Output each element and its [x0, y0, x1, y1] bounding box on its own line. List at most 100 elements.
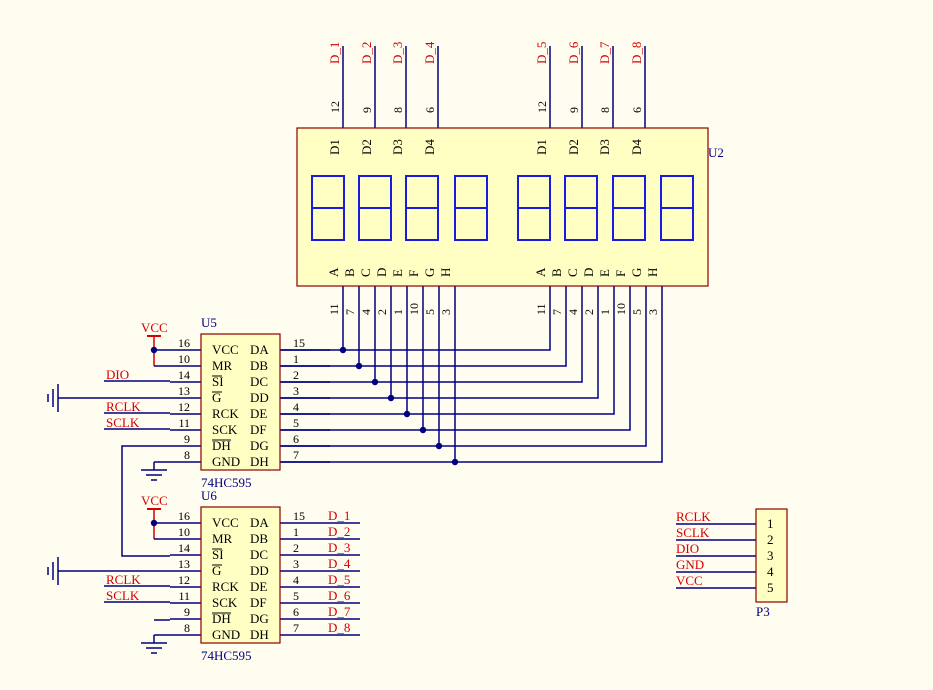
pin-number: 15: [293, 336, 305, 350]
junction-dot: [339, 346, 347, 354]
pin-name-rck: RCK: [212, 406, 239, 421]
pin-number: 6: [423, 107, 437, 113]
bus-wire-right: [330, 286, 647, 447]
pin-number: 10: [407, 303, 421, 315]
pin-number: 12: [535, 101, 549, 113]
segment-label-a: A: [326, 267, 341, 277]
pin-name-gnd: GND: [212, 454, 240, 469]
pin-number: 14: [178, 541, 190, 555]
bus-wire-right: [330, 286, 551, 351]
net-label-dio: DIO: [676, 541, 699, 556]
pin-number: 7: [293, 621, 299, 635]
seven-segment-digit: [405, 175, 439, 241]
pin-name-g: G: [212, 390, 221, 405]
pin-number: 3: [439, 309, 453, 315]
net-label-d_7: D_7: [597, 41, 612, 64]
digit-label-d1: D1: [327, 139, 342, 155]
pin-number: 2: [582, 309, 596, 315]
pin-number: 8: [184, 448, 190, 462]
pin-number: 1: [598, 309, 612, 315]
digit-label-d3: D3: [597, 139, 612, 155]
net-label-d_7: D_7: [328, 604, 351, 619]
net-label-vcc: VCC: [141, 320, 168, 335]
pin-number: 1: [293, 352, 299, 366]
bus-wire-right: [330, 286, 567, 367]
net-label-rclk: RCLK: [106, 399, 141, 414]
pin-number: 16: [178, 509, 190, 523]
net-label-d_5: D_5: [534, 42, 549, 64]
pin-number: 14: [178, 368, 190, 382]
pin-number: 1: [391, 309, 405, 315]
pin-name-mr: MR: [212, 531, 233, 546]
segment-label-f: F: [406, 270, 421, 277]
pin-number: 5: [293, 589, 299, 603]
pin-name-dg: DG: [250, 611, 269, 626]
seven-segment-digit: [454, 175, 488, 241]
bus-wire-right: [330, 286, 583, 383]
pin-name-da: DA: [250, 342, 269, 357]
pin-number: 6: [293, 605, 299, 619]
pin-name-dh: DH: [250, 454, 269, 469]
segment-label-f: F: [613, 270, 628, 277]
digit-label-d2: D2: [359, 139, 374, 155]
net-label-d_3: D_3: [328, 540, 350, 555]
pin-number: 2: [375, 309, 389, 315]
connector-pin-number: 4: [767, 564, 774, 579]
digit-label-d2: D2: [566, 139, 581, 155]
pin-name-db: DB: [250, 531, 268, 546]
designator-u2: U2: [708, 145, 724, 160]
pin-number: 12: [328, 101, 342, 113]
pin-number: 11: [534, 303, 548, 315]
pin-name-g: G: [212, 563, 221, 578]
pin-number: 2: [293, 541, 299, 555]
labels: U2D_112D1D_29D2D_38D3D_46D4D_512D1D_69D2…: [106, 41, 774, 663]
pin-number: 8: [184, 621, 190, 635]
net-label-sclk: SCLK: [106, 588, 140, 603]
pin-number: 9: [360, 107, 374, 113]
pin-number: 8: [598, 107, 612, 113]
junction-dot: [419, 426, 427, 434]
pin-number: 4: [359, 309, 373, 315]
seven-segment-digit: [564, 175, 598, 241]
components: [200, 127, 788, 644]
segment-label-g: G: [422, 268, 437, 277]
pin-number: 4: [293, 400, 299, 414]
pin-number: 9: [567, 107, 581, 113]
connector-pin-number: 2: [767, 532, 774, 547]
net-label-dio: DIO: [106, 367, 129, 382]
segment-label-d: D: [581, 268, 596, 277]
pin-name-de: DE: [250, 406, 267, 421]
pin-number: 4: [293, 573, 299, 587]
pin-number: 10: [614, 303, 628, 315]
net-label-d_8: D_8: [629, 42, 644, 64]
pin-name-dh: DH: [212, 438, 231, 453]
pin-number: 5: [293, 416, 299, 430]
pin-name-dg: DG: [250, 438, 269, 453]
net-label-rclk: RCLK: [106, 572, 141, 587]
junction-dot: [403, 410, 411, 418]
segment-label-c: C: [358, 268, 373, 277]
net-label-vcc: VCC: [676, 573, 703, 588]
pin-number: 16: [178, 336, 190, 350]
pin-name-dc: DC: [250, 547, 268, 562]
net-label-vcc: VCC: [141, 493, 168, 508]
pin-name-sck: SCK: [212, 422, 238, 437]
segment-label-d: D: [374, 268, 389, 277]
segment-label-c: C: [565, 268, 580, 277]
pin-name-da: DA: [250, 515, 269, 530]
pin-name-df: DF: [250, 422, 267, 437]
pin-name-db: DB: [250, 358, 268, 373]
segment-label-a: A: [533, 267, 548, 277]
pin-number: 3: [646, 309, 660, 315]
part-number-u5: 74HC595: [201, 475, 252, 490]
connector-pin-number: 1: [767, 516, 774, 531]
pin-name-vcc: VCC: [212, 515, 239, 530]
junction-dot: [355, 362, 363, 370]
digit-label-d4: D4: [422, 139, 437, 155]
net-label-sclk: SCLK: [106, 415, 140, 430]
pin-number: 4: [566, 309, 580, 315]
junction-dot: [150, 519, 158, 527]
pin-number: 11: [327, 303, 341, 315]
segment-label-h: H: [645, 268, 660, 277]
pin-number: 1: [293, 525, 299, 539]
